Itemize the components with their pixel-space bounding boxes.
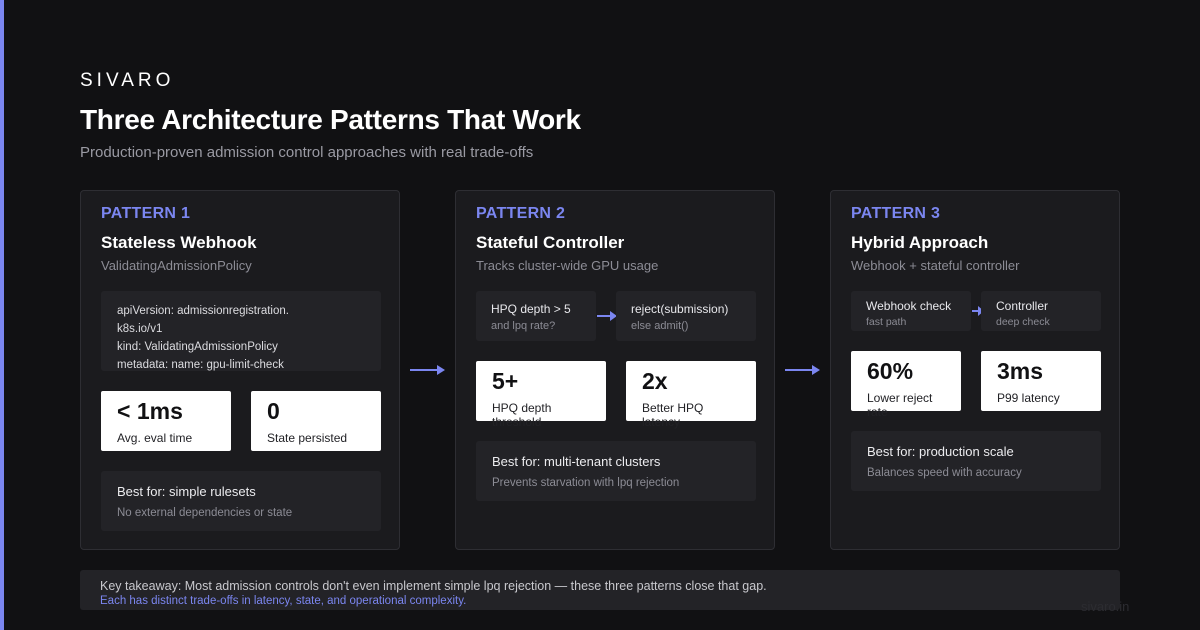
flow-step-condition: HPQ depth > 5 and lpq rate? <box>476 291 596 341</box>
flow-step-controller: Controller deep check <box>981 291 1101 331</box>
pattern-name: Stateless Webhook <box>101 233 257 252</box>
stat-value: 0 <box>267 398 280 424</box>
stat-value: 2x <box>642 368 668 394</box>
stat-hpq-latency: 2x Better HPQ latency <box>626 361 756 429</box>
stat-eval-time: < 1ms Avg. eval time <box>101 391 231 451</box>
pattern-description: ValidatingAdmissionPolicy <box>101 258 252 273</box>
best-for-box: Best for: multi-tenant clusters Prevents… <box>476 441 756 501</box>
best-for-label: Best for: simple rulesets <box>117 484 256 499</box>
page-subtitle: Production-proven admission control appr… <box>80 144 534 161</box>
pattern-label: PATTERN 1 <box>101 205 191 222</box>
code-line: k8s.io/v1 <box>117 323 163 335</box>
footer-url: sivaro.in <box>1081 599 1130 614</box>
flow-step-note: else admit() <box>631 320 689 332</box>
flow-step-note: fast path <box>866 316 907 328</box>
pattern-label: PATTERN 2 <box>476 205 566 222</box>
brand-logo: SIVARO <box>80 70 175 91</box>
flow-step-action: reject(submission) else admit() <box>616 291 756 341</box>
stat-label: HPQ depth threshold <box>492 401 552 429</box>
stat-value: 60% <box>867 358 914 384</box>
stat-state-persisted: 0 State persisted <box>251 391 381 451</box>
arrow-right-icon <box>785 365 820 375</box>
stat-label: Better HPQ latency <box>642 401 704 429</box>
stat-p99-latency: 3ms P99 latency <box>981 351 1101 411</box>
pattern-description: Webhook + stateful controller <box>851 258 1020 273</box>
arrow-right-icon <box>410 365 445 375</box>
code-line: apiVersion: admissionregistration. <box>117 305 289 317</box>
stat-label: Lower reject rate <box>867 391 933 419</box>
pattern-name: Stateful Controller <box>476 233 625 252</box>
stat-label: P99 latency <box>997 391 1060 405</box>
key-takeaway-banner: Key takeaway: Most admission controls do… <box>80 570 1120 610</box>
flow-step-note: and lpq rate? <box>491 320 556 332</box>
flow-step-note: deep check <box>996 316 1050 328</box>
stat-label: State persisted <box>267 431 348 445</box>
pattern-card-3: PATTERN 3 Hybrid Approach Webhook + stat… <box>830 190 1120 550</box>
best-for-note: No external dependencies or state <box>117 507 293 519</box>
pattern-card-2: PATTERN 2 Stateful Controller Tracks clu… <box>455 190 775 550</box>
code-line: metadata: name: gpu-limit-check <box>117 359 284 371</box>
pattern-description: Tracks cluster-wide GPU usage <box>476 258 659 273</box>
stat-label: Avg. eval time <box>117 431 193 445</box>
code-line: kind: ValidatingAdmissionPolicy <box>117 341 278 353</box>
stat-reject-rate: 60% Lower reject rate <box>851 351 961 419</box>
best-for-box: Best for: production scale Balances spee… <box>851 431 1101 491</box>
flow-step-title: HPQ depth > 5 <box>491 302 571 316</box>
flow-step-webhook: Webhook check fast path <box>851 291 971 331</box>
flow-step-title: Controller <box>996 299 1049 313</box>
stat-hpq-threshold: 5+ HPQ depth threshold <box>476 361 606 429</box>
page-title: Three Architecture Patterns That Work <box>80 104 581 135</box>
flow-step-title: Webhook check <box>866 299 952 313</box>
flow-step-title: reject(submission) <box>631 302 729 316</box>
best-for-note: Prevents starvation with lpq rejection <box>492 477 680 489</box>
pattern-card-1: PATTERN 1 Stateless Webhook ValidatingAd… <box>80 190 400 550</box>
stat-value: 5+ <box>492 368 519 394</box>
stat-value: < 1ms <box>117 398 183 424</box>
best-for-label: Best for: multi-tenant clusters <box>492 454 661 469</box>
code-snippet: apiVersion: admissionregistration. k8s.i… <box>101 291 381 371</box>
best-for-box: Best for: simple rulesets No external de… <box>101 471 381 531</box>
best-for-note: Balances speed with accuracy <box>867 467 1022 479</box>
stat-value: 3ms <box>997 358 1044 384</box>
pattern-name: Hybrid Approach <box>851 233 989 252</box>
takeaway-subtext: Each has distinct trade-offs in latency,… <box>100 595 467 607</box>
pattern-label: PATTERN 3 <box>851 205 941 222</box>
accent-bar <box>0 0 4 630</box>
best-for-label: Best for: production scale <box>867 444 1014 459</box>
arrow-right-icon <box>597 311 617 321</box>
takeaway-text: Key takeaway: Most admission controls do… <box>100 579 767 593</box>
